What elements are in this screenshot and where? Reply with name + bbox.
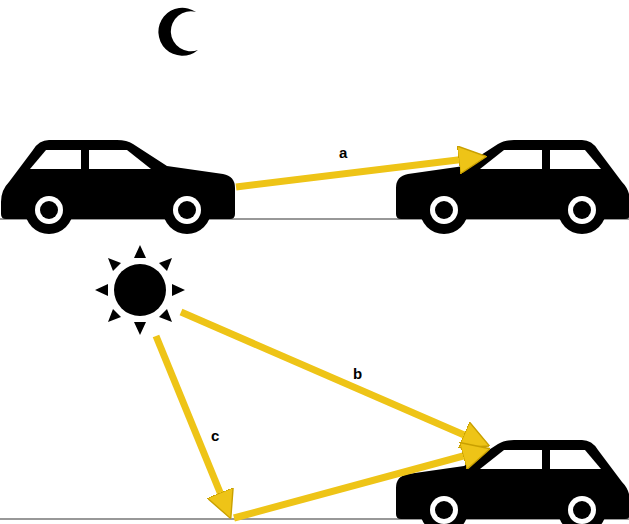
sun-symbol <box>95 245 185 335</box>
car-symbol <box>1 140 235 234</box>
arrow-label: a <box>339 145 347 160</box>
arrow-label: b <box>353 366 362 381</box>
light-ray <box>234 452 478 518</box>
light-ray <box>181 312 478 441</box>
light-ray <box>156 336 226 507</box>
car-symbol <box>396 440 629 524</box>
car-symbol <box>396 140 629 234</box>
arrow-label: c <box>211 428 219 443</box>
light-ray <box>236 158 474 187</box>
moon-symbol <box>158 8 198 56</box>
